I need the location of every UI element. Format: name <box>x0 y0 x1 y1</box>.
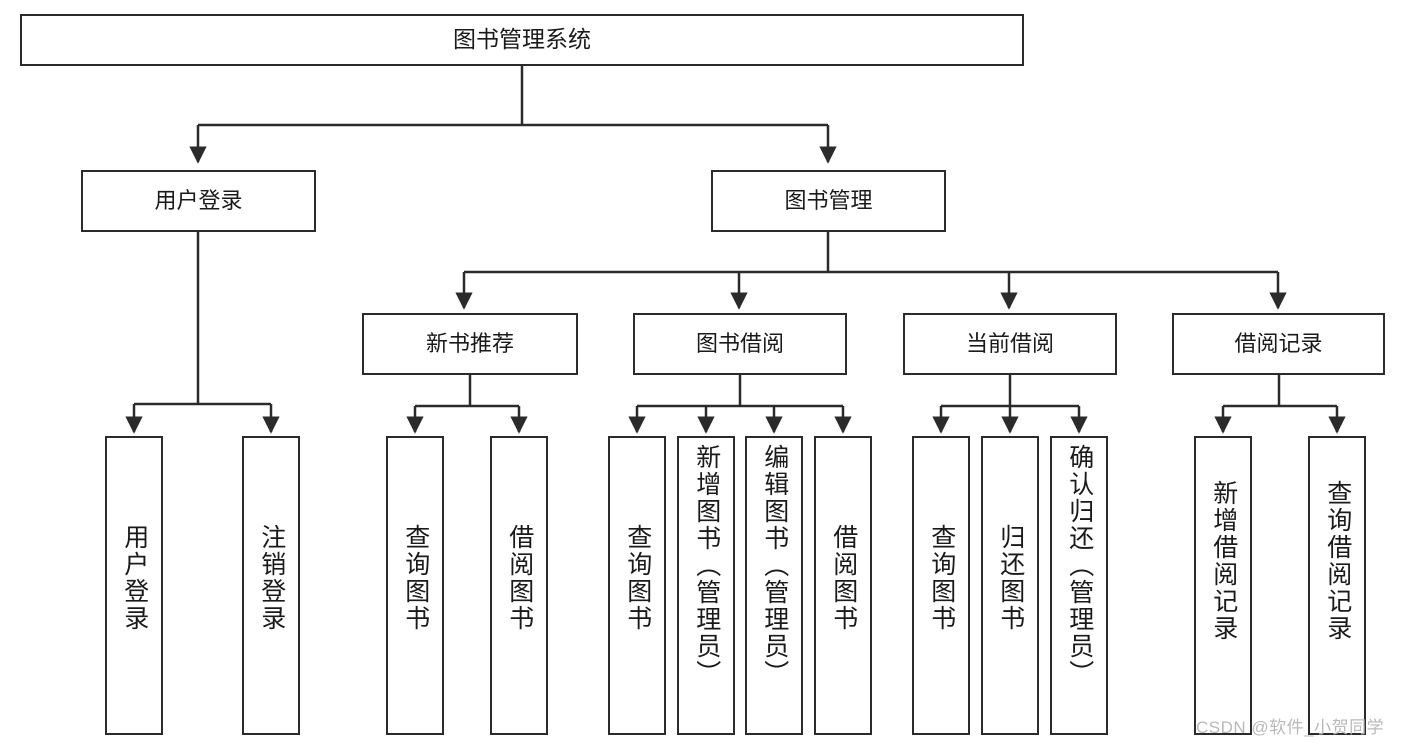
node-current-borrow[interactable]: 当前借阅 <box>903 313 1117 375</box>
leaf-add-borrow-record[interactable]: 新增借阅记录 <box>1194 436 1252 735</box>
node-borrow-record[interactable]: 借阅记录 <box>1172 313 1385 375</box>
node-user-login[interactable]: 用户登录 <box>81 170 316 232</box>
node-label: 新增借阅记录 <box>1209 480 1238 642</box>
leaf-confirm-return-admin[interactable]: 确认归还（管理员） <box>1050 436 1108 735</box>
node-label: 查询图书 <box>927 524 956 632</box>
node-label: 查询借阅记录 <box>1323 480 1352 642</box>
node-label: 当前借阅 <box>965 330 1054 356</box>
node-label: 编辑图书（管理员） <box>760 444 789 687</box>
watermark: CSDN @软件_小贺同学 <box>1196 718 1385 737</box>
node-label: 查询图书 <box>401 524 430 632</box>
node-new-book-recommend[interactable]: 新书推荐 <box>362 313 578 375</box>
node-label: 图书借阅 <box>695 330 784 356</box>
leaf-borrow-book-recommend[interactable]: 借阅图书 <box>490 436 548 735</box>
leaf-logout[interactable]: 注销登录 <box>242 436 300 735</box>
node-label: 用户登录 <box>120 524 149 632</box>
leaf-edit-book-admin[interactable]: 编辑图书（管理员） <box>745 436 803 735</box>
node-label: 查询图书 <box>623 524 652 632</box>
node-label: 借阅图书 <box>829 524 858 632</box>
node-label: 借阅图书 <box>505 524 534 632</box>
node-label: 归还图书 <box>996 524 1025 632</box>
node-book-management[interactable]: 图书管理 <box>711 170 946 232</box>
leaf-return-book[interactable]: 归还图书 <box>981 436 1039 735</box>
node-label: 新增图书（管理员） <box>692 444 721 687</box>
node-label: 图书管理 <box>784 187 873 213</box>
leaf-query-book-current[interactable]: 查询图书 <box>912 436 970 735</box>
node-label: 图书管理系统 <box>453 26 591 53</box>
node-label: 注销登录 <box>257 524 286 632</box>
node-label: 借阅记录 <box>1234 330 1323 356</box>
node-label: 新书推荐 <box>425 330 514 356</box>
node-label: 用户登录 <box>154 187 243 213</box>
leaf-borrow-book[interactable]: 借阅图书 <box>814 436 872 735</box>
leaf-user-login[interactable]: 用户登录 <box>105 436 163 735</box>
node-root-system[interactable]: 图书管理系统 <box>20 14 1024 66</box>
node-book-borrow[interactable]: 图书借阅 <box>633 313 847 375</box>
leaf-query-borrow-record[interactable]: 查询借阅记录 <box>1308 436 1366 735</box>
leaf-query-book-recommend[interactable]: 查询图书 <box>386 436 444 735</box>
leaf-add-book-admin[interactable]: 新增图书（管理员） <box>677 436 735 735</box>
leaf-query-book[interactable]: 查询图书 <box>608 436 666 735</box>
node-label: 确认归还（管理员） <box>1065 444 1094 687</box>
